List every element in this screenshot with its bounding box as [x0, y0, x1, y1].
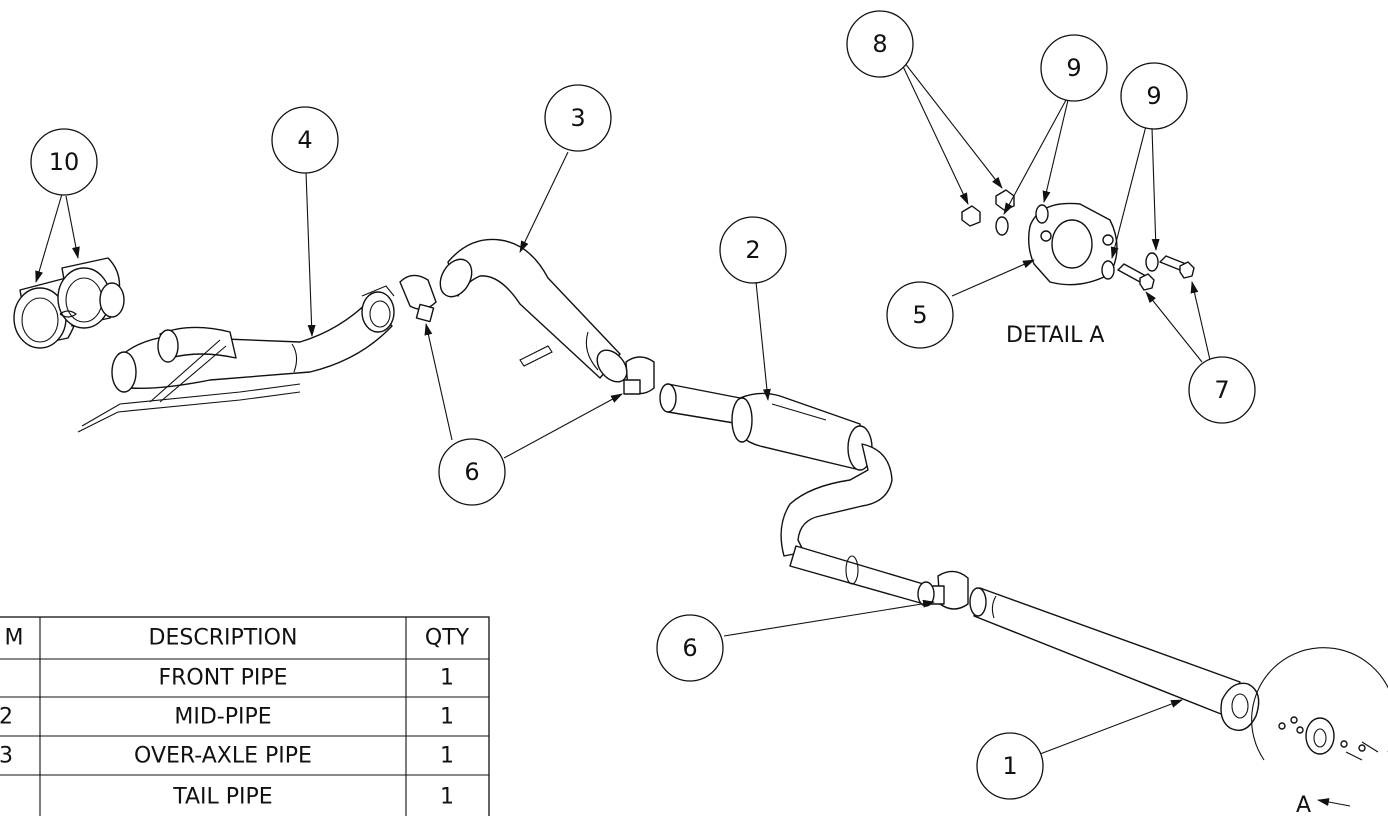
detail-a-marker: A [1296, 793, 1311, 816]
bom-row-item: 3 [0, 744, 13, 769]
bom-row-item: 2 [0, 705, 13, 730]
bom-table: M DESCRIPTION QTY FRONT PIPE 1 2 MID-PIP… [0, 616, 490, 816]
svg-text:4: 4 [297, 126, 312, 154]
bom-row-qty: 1 [440, 785, 454, 810]
svg-text:1: 1 [1002, 752, 1017, 780]
svg-text:2: 2 [745, 236, 760, 264]
bom-row-description: MID-PIPE [174, 705, 271, 730]
balloon-10: 10 [30, 128, 98, 196]
detail-a-label: DETAIL A [1006, 323, 1104, 348]
svg-text:9: 9 [1146, 82, 1161, 110]
svg-text:9: 9 [1066, 54, 1081, 82]
svg-text:3: 3 [570, 104, 585, 132]
bom-row-qty: 1 [440, 744, 454, 769]
svg-text:5: 5 [912, 301, 927, 329]
svg-text:10: 10 [49, 148, 80, 176]
svg-text:8: 8 [872, 30, 887, 58]
svg-text:6: 6 [682, 634, 697, 662]
svg-text:7: 7 [1214, 376, 1229, 404]
over-axle-pipe [439, 238, 628, 383]
bom-row-qty: 1 [440, 705, 454, 730]
bom-row-qty: 1 [440, 666, 454, 691]
detail-a-hardware [961, 189, 1195, 291]
bom-row-description: OVER-AXLE PIPE [134, 744, 312, 769]
band-clamp-upper [399, 274, 437, 323]
svg-text:6: 6 [464, 458, 479, 486]
balloon-6-lower: 6 [656, 614, 724, 682]
balloon-8: 8 [846, 10, 914, 78]
balloon-4: 4 [271, 106, 339, 174]
tail-pipe [77, 285, 395, 433]
bom-row-description: TAIL PIPE [172, 785, 272, 810]
balloon-6-upper: 6 [438, 438, 506, 506]
balloon-3: 3 [544, 84, 612, 152]
mid-pipe-muffler [659, 383, 935, 607]
balloon-2: 2 [719, 216, 787, 284]
balloon-1: 1 [976, 732, 1044, 800]
front-pipe [969, 587, 1260, 731]
band-clamp-middle [623, 356, 655, 395]
bom-header-qty: QTY [425, 626, 470, 651]
bom-row-description: FRONT PIPE [158, 666, 287, 691]
bom-header-item: M [5, 626, 24, 651]
balloon-7: 7 [1188, 356, 1256, 424]
balloon-9-right: 9 [1120, 62, 1188, 130]
leader-lines [35, 59, 1351, 807]
exhaust-tips [13, 257, 125, 349]
balloon-5: 5 [886, 281, 954, 349]
band-clamp-lower [929, 570, 969, 610]
detail-a-callout [1251, 647, 1388, 761]
bom-header-description: DESCRIPTION [149, 626, 298, 651]
balloon-9-left: 9 [1040, 34, 1108, 102]
